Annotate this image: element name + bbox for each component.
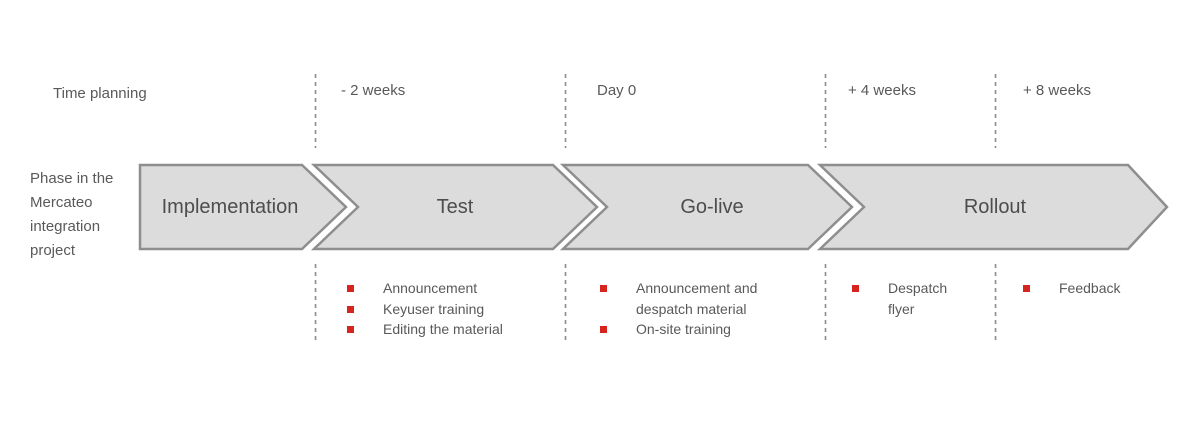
milestone-label-plus-8-weeks: + 8 weeks	[1023, 82, 1091, 99]
phase-row-label-line: integration	[30, 218, 101, 235]
task-label: Announcement	[383, 280, 478, 296]
phase-label-implementation: Implementation	[161, 196, 299, 218]
bullet-icon	[600, 326, 607, 333]
task-item: Feedback	[1023, 278, 1120, 299]
task-label: Announcement and despatch material	[636, 280, 758, 317]
bullet-icon	[600, 285, 607, 292]
milestone-label-minus-2-weeks: - 2 weeks	[341, 82, 406, 99]
task-item: Keyuser training	[347, 299, 503, 320]
phase-row-label-line: Phase in the	[30, 170, 114, 187]
task-list-test: Announcement Keyuser training Editing th…	[347, 278, 503, 340]
milestone-label-day-0: Day 0	[597, 82, 637, 99]
bullet-icon	[1023, 285, 1030, 292]
task-item: On-site training	[600, 319, 786, 340]
bullet-icon	[347, 326, 354, 333]
task-item: Announcement	[347, 278, 503, 299]
phase-row-label-line: project	[30, 242, 76, 259]
task-label: Despatch flyer	[888, 280, 948, 317]
task-list-plus-8-weeks: Feedback	[1023, 278, 1120, 299]
task-item: Despatch flyer	[852, 278, 960, 319]
time-planning-row-label: Time planning	[53, 85, 147, 102]
task-list-go-live: Announcement and despatch material On-si…	[600, 278, 786, 340]
task-item: Editing the material	[347, 319, 503, 340]
phase-arrow-test	[310, 163, 599, 251]
bullet-icon	[347, 285, 354, 292]
phase-label-rollout: Rollout	[963, 196, 1027, 218]
phase-arrow-implementation	[138, 163, 348, 251]
task-label: Editing the material	[383, 321, 503, 337]
task-list-plus-4-weeks: Despatch flyer	[852, 278, 960, 319]
phase-arrow-go-live	[559, 163, 854, 251]
task-item: Announcement and despatch material	[600, 278, 786, 319]
phase-row-label: Phase in the Mercateo integration projec…	[30, 167, 113, 263]
task-label: Feedback	[1059, 280, 1121, 296]
phase-label-test: Test	[436, 196, 474, 218]
phase-row-label-line: Mercateo	[30, 194, 93, 211]
phase-arrow-rollout	[816, 163, 1169, 251]
task-label: On-site training	[636, 321, 731, 337]
task-label: Keyuser training	[383, 300, 485, 317]
bullet-icon	[347, 305, 354, 313]
phase-label-go-live: Go-live	[680, 196, 744, 218]
bullet-icon	[852, 285, 859, 292]
milestone-label-plus-4-weeks: + 4 weeks	[848, 82, 916, 99]
